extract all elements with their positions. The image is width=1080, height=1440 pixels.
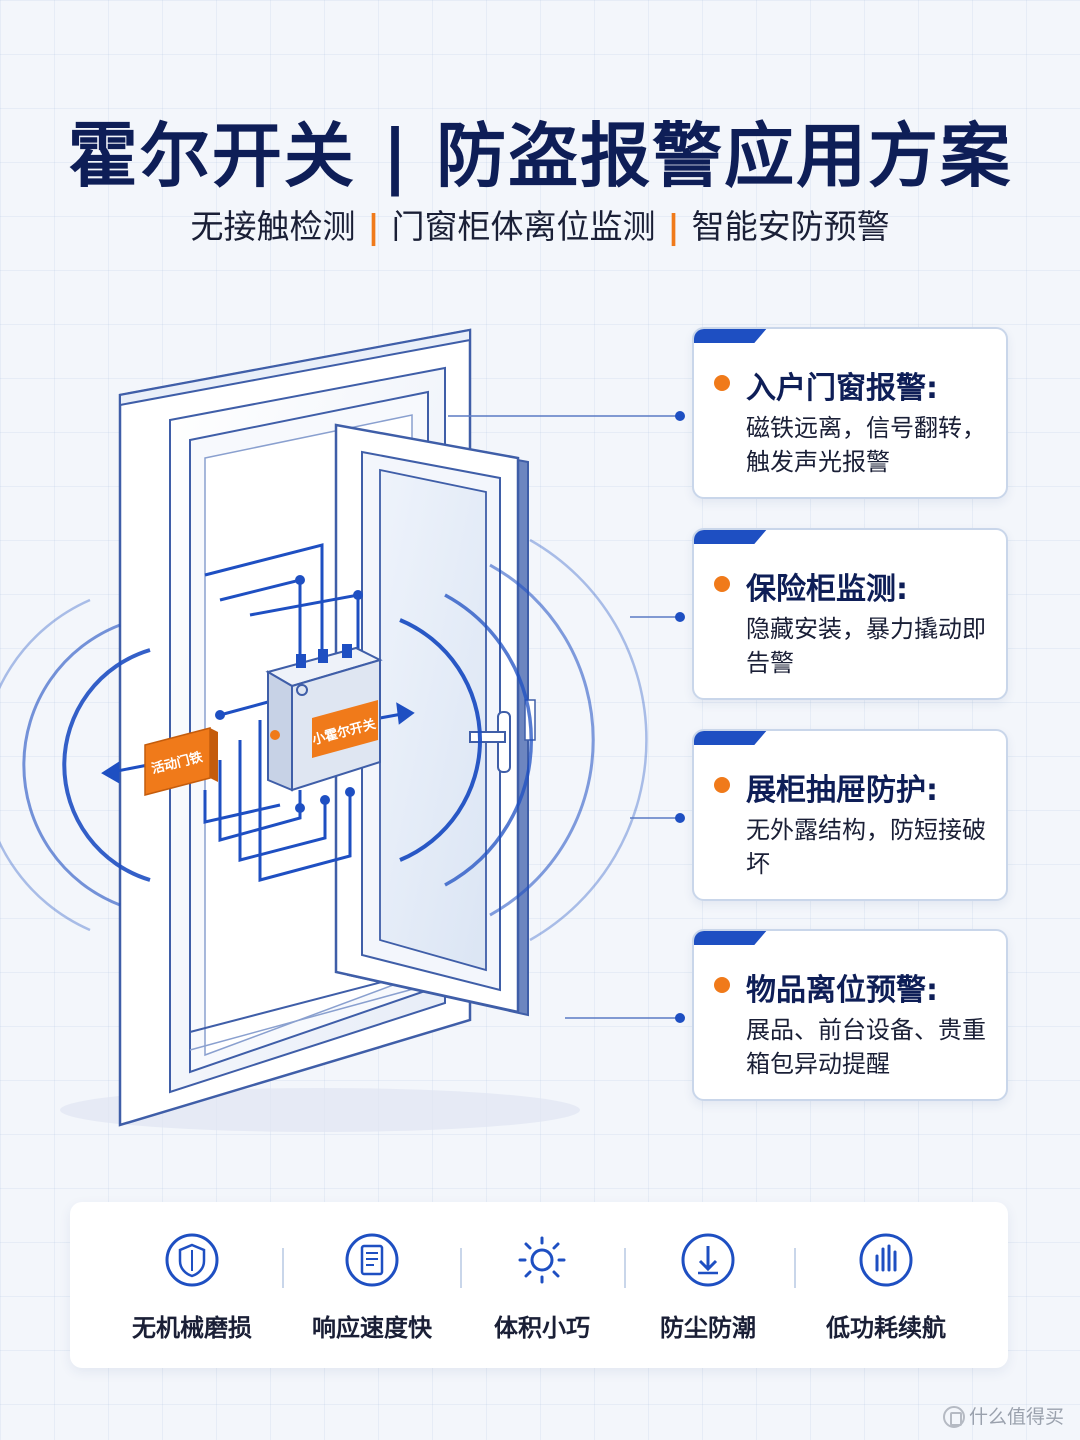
card-cabinet-drawer-protection: 展柜抽屉防护: 无外露结构，防短接破坏 [692, 729, 1008, 901]
card-title: 物品离位预警: [746, 973, 938, 1008]
card-title: 展柜抽屉防护: [746, 773, 938, 808]
feature-item: 防尘防潮 [618, 1202, 798, 1368]
bar-signal-icon [859, 1233, 913, 1287]
subtitle-item: 智能安防预警 [691, 207, 890, 246]
card-description: 展品、前台设备、贵重箱包异动提醒 [746, 1016, 986, 1078]
feature-item: 无机械磨损 [102, 1202, 282, 1368]
bullet-dot [714, 977, 730, 993]
feature-label: 体积小巧 [494, 1314, 590, 1342]
direction-arrows [101, 702, 415, 784]
bullet-dot [714, 375, 730, 391]
watermark-text: 什么值得买 [968, 1406, 1064, 1428]
wire-nodes [215, 575, 363, 813]
watermark: 什么值得买 [942, 1402, 1064, 1429]
card-description: 磁铁远离，信号翻转，触发声光报警 [746, 414, 986, 476]
subtitle-separator: | [367, 207, 380, 246]
features-bar: 无机械磨损 响应速度快 体积小巧 [70, 1202, 1008, 1368]
page-title: 霍尔开关 | 防盗报警应用方案 [67, 115, 1013, 197]
feature-label: 低功耗续航 [826, 1314, 946, 1342]
bullet-dot [714, 777, 730, 793]
feature-item: 响应速度快 [282, 1202, 462, 1368]
feature-item: 低功耗续航 [796, 1202, 976, 1368]
sun-icon [518, 1236, 566, 1284]
hall-switch-label-badge [312, 700, 378, 758]
subtitle-item: 无接触检测 [190, 207, 356, 246]
signal-waves-left [0, 598, 151, 932]
door-diagram: 小霍尔开关 活动门铁 [0, 328, 685, 1132]
card-tab [694, 530, 768, 544]
card-description: 隐藏安装，暴力撬动即告警 [746, 615, 986, 677]
feature-divider [794, 1248, 796, 1288]
magnet-block [144, 727, 218, 796]
feature-label: 无机械磨损 [132, 1314, 252, 1342]
shield-icon [165, 1233, 219, 1287]
subtitle-separator: | [667, 207, 680, 246]
card-item-displacement-alert: 物品离位预警: 展品、前台设备、贵重箱包异动提醒 [692, 929, 1008, 1101]
download-arrow-icon [681, 1233, 735, 1287]
card-tab [694, 931, 768, 945]
document-icon [345, 1233, 399, 1287]
callout-dots [675, 411, 685, 1023]
feature-item: 体积小巧 [452, 1202, 632, 1368]
callout-lines [448, 415, 680, 1019]
card-safe-monitoring: 保险柜监测: 隐藏安装，暴力撬动即告警 [692, 528, 1008, 700]
card-title: 保险柜监测: [746, 572, 908, 607]
feature-label: 防尘防潮 [660, 1314, 756, 1342]
card-tab [694, 329, 768, 343]
card-title: 入户门窗报警: [746, 371, 938, 406]
card-tab [694, 731, 768, 745]
page-subtitle: 无接触检测 | 门窗柜体离位监测 | 智能安防预警 [0, 200, 1080, 248]
watermark-logo-icon [942, 1406, 965, 1428]
feature-divider [460, 1248, 462, 1288]
card-description: 无外露结构，防短接破坏 [746, 816, 986, 878]
subtitle-item: 门窗柜体离位监测 [391, 207, 656, 246]
bullet-dot [714, 576, 730, 592]
feature-label: 响应速度快 [312, 1314, 432, 1342]
feature-divider [282, 1248, 284, 1288]
signal-waves-right [399, 538, 648, 942]
feature-divider [624, 1248, 626, 1288]
card-entry-door-alarm: 入户门窗报警: 磁铁远离，信号翻转，触发声光报警 [692, 327, 1008, 499]
